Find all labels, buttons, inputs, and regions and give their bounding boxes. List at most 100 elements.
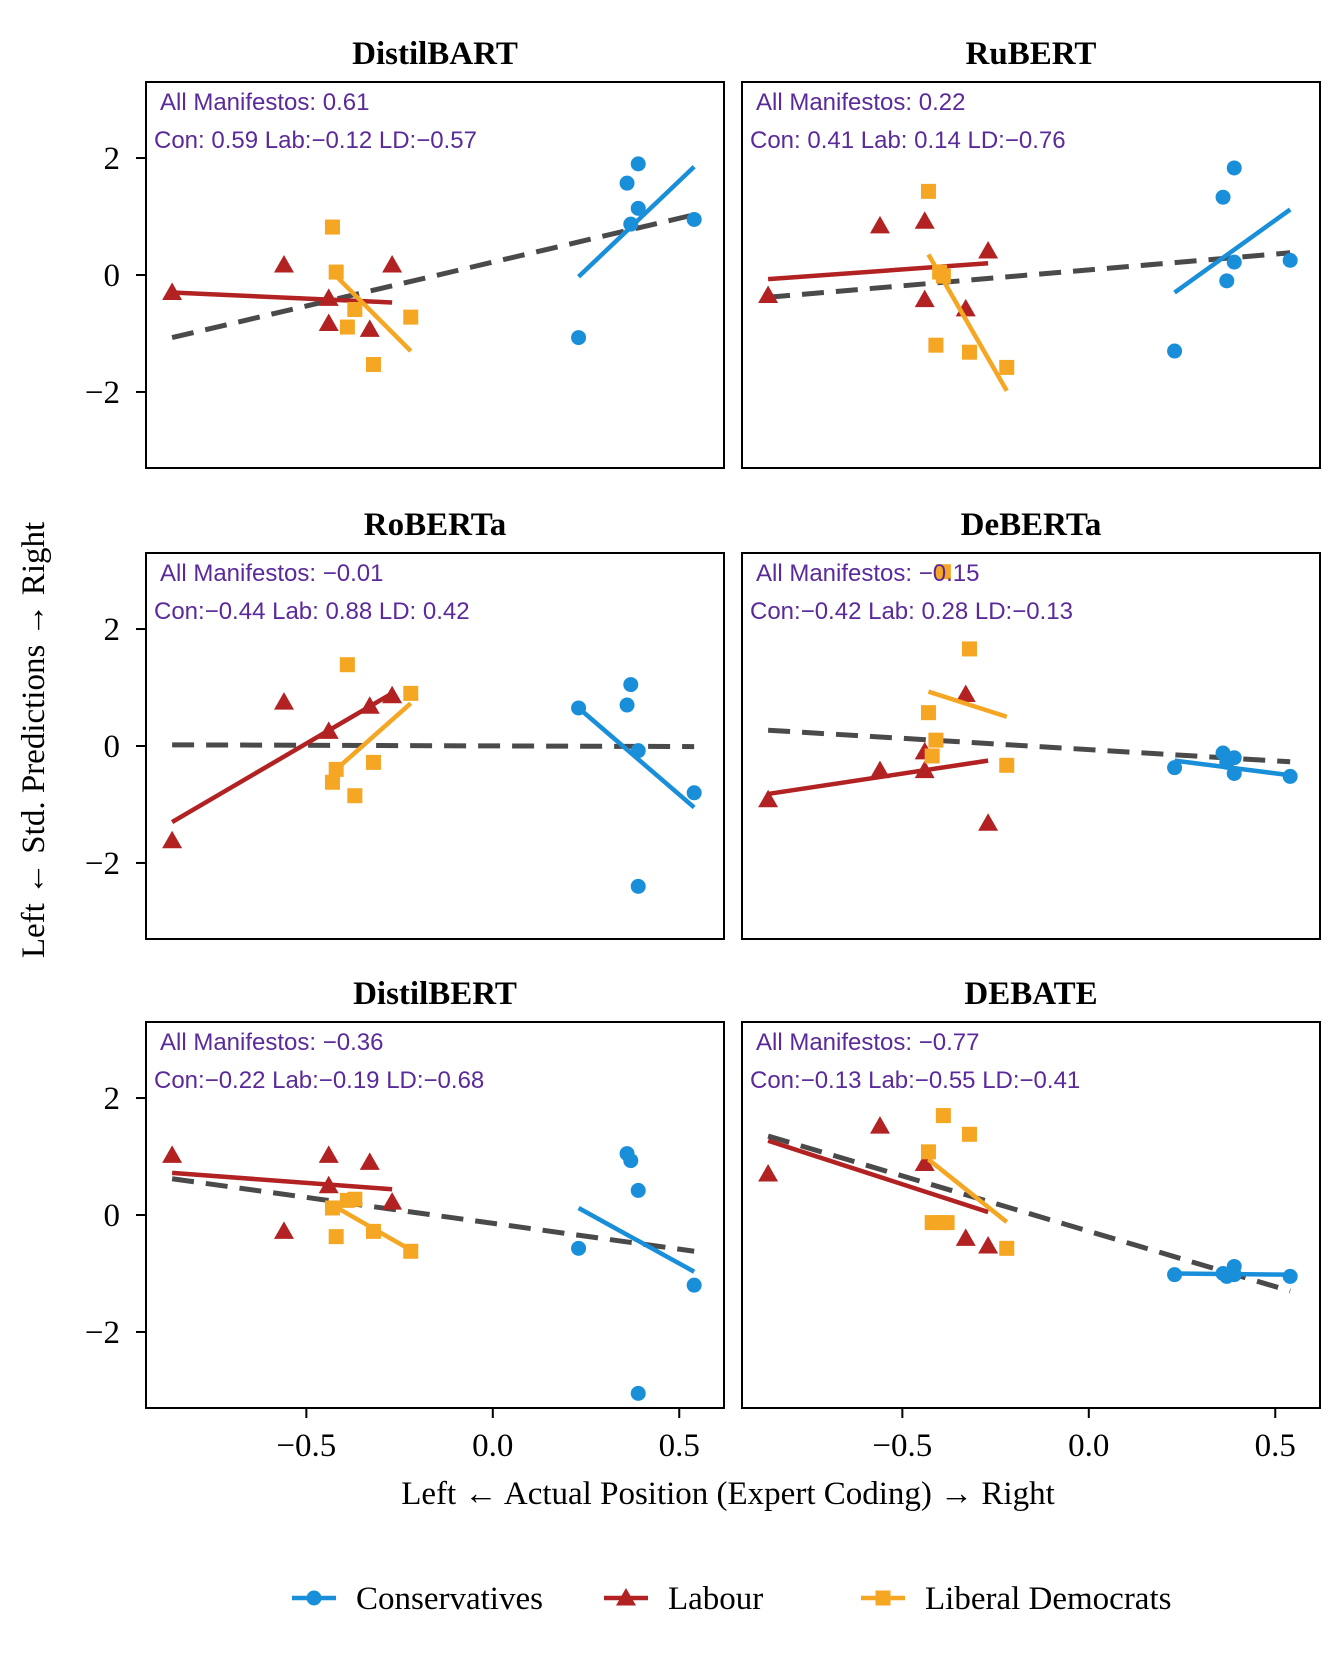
point-liberal-democrats xyxy=(403,309,419,325)
y-tick-label: −2 xyxy=(85,846,120,882)
point-liberal-democrats xyxy=(365,754,381,770)
point-conservatives xyxy=(630,1182,646,1198)
point-labour xyxy=(318,1175,339,1194)
series-liberal-democrats xyxy=(920,183,1015,392)
panel-frame xyxy=(741,552,1321,940)
point-labour xyxy=(318,313,339,332)
series-labour xyxy=(758,1116,999,1254)
point-labour xyxy=(162,282,183,301)
point-conservatives xyxy=(1282,1268,1298,1284)
annotation-parties: Con:−0.42 Lab: 0.28 LD:−0.13 xyxy=(750,598,1073,625)
fit-line-liberal-democrats xyxy=(334,274,413,353)
fit-line-labour xyxy=(767,261,989,282)
point-labour xyxy=(318,288,339,306)
point-labour xyxy=(955,1228,976,1246)
series-liberal-democrats xyxy=(324,1191,419,1259)
y-tick-label: 2 xyxy=(104,612,121,648)
fit-line-labour xyxy=(170,691,394,824)
point-liberal-democrats xyxy=(920,183,936,199)
x-tick-label: 0.5 xyxy=(1255,1428,1296,1464)
series-conservatives xyxy=(1167,160,1298,359)
point-conservatives xyxy=(623,216,639,232)
legend-label: Labour xyxy=(668,1581,763,1617)
point-liberal-democrats xyxy=(928,337,944,353)
point-conservatives xyxy=(1226,160,1242,176)
legend-label: Conservatives xyxy=(356,1581,543,1617)
fit-line-labour xyxy=(171,1170,393,1192)
series-conservatives xyxy=(571,156,702,346)
point-liberal-democrats xyxy=(920,705,936,721)
x-axis-label: Left ← Actual Position (Expert Coding) →… xyxy=(401,1476,1055,1512)
point-liberal-democrats xyxy=(339,319,355,335)
x-tick-label: −0.5 xyxy=(872,1428,932,1464)
series-liberal-democrats xyxy=(920,1108,1015,1256)
point-labour xyxy=(273,692,294,710)
point-labour xyxy=(955,684,976,703)
point-liberal-democrats xyxy=(932,264,948,280)
point-labour xyxy=(978,813,999,831)
point-labour xyxy=(869,215,890,234)
point-conservatives xyxy=(1226,765,1242,781)
point-liberal-democrats xyxy=(324,1200,340,1216)
point-labour xyxy=(359,696,380,714)
legend-item-labour: Labour xyxy=(604,1581,763,1617)
series-conservatives xyxy=(1167,1258,1298,1284)
point-liberal-democrats xyxy=(403,685,419,701)
panel-title: DEBATE xyxy=(964,976,1097,1012)
point-liberal-democrats xyxy=(924,748,940,764)
y-tick-label: 0 xyxy=(104,729,121,765)
series-conservatives xyxy=(571,677,702,894)
point-labour xyxy=(382,685,403,704)
fit-line-conservatives xyxy=(577,1206,696,1274)
point-labour xyxy=(758,1164,779,1182)
point-labour xyxy=(382,255,403,273)
point-conservatives xyxy=(686,211,702,227)
point-conservatives xyxy=(1219,273,1235,289)
point-conservatives xyxy=(571,700,587,716)
fit-line-labour xyxy=(172,290,393,305)
point-conservatives xyxy=(630,743,646,759)
point-conservatives xyxy=(1226,750,1242,766)
annotation-all: All Manifestos: 0.22 xyxy=(756,89,965,116)
y-tick-label: 2 xyxy=(104,1081,121,1117)
series-liberal-democrats xyxy=(324,219,419,372)
y-tick-label: 0 xyxy=(104,1198,121,1234)
point-conservatives xyxy=(1282,252,1298,268)
point-conservatives xyxy=(630,156,646,172)
point-liberal-democrats xyxy=(935,1108,951,1124)
series-liberal-democrats xyxy=(920,564,1015,773)
point-conservatives xyxy=(619,175,635,191)
point-labour xyxy=(162,1145,183,1163)
y-tick-label: 2 xyxy=(104,141,121,177)
x-tick-label: 0.0 xyxy=(472,1428,513,1464)
x-tick-label: −0.5 xyxy=(276,1428,336,1464)
panel-title: RoBERTa xyxy=(364,507,507,543)
annotation-all: All Manifestos: −0.77 xyxy=(756,1029,979,1056)
point-liberal-democrats xyxy=(935,564,951,580)
point-labour xyxy=(318,1145,339,1163)
annotation-all: All Manifestos: −0.01 xyxy=(160,560,383,587)
point-liberal-democrats xyxy=(961,344,977,360)
point-conservatives xyxy=(1226,254,1242,270)
series-liberal-democrats xyxy=(324,657,419,804)
point-liberal-democrats xyxy=(347,302,363,318)
annotation-parties: Con: 0.41 Lab: 0.14 LD:−0.76 xyxy=(750,127,1066,154)
panel-title: DistilBART xyxy=(352,36,518,72)
point-labour xyxy=(382,1192,403,1210)
point-liberal-democrats xyxy=(339,657,355,673)
point-liberal-democrats xyxy=(999,359,1015,375)
overall-fit-line xyxy=(171,212,695,341)
legend-item-conservatives: Conservatives xyxy=(292,1581,543,1617)
fit-line-labour xyxy=(767,1138,989,1215)
point-conservatives xyxy=(1167,1267,1183,1283)
point-liberal-democrats xyxy=(328,264,344,280)
panel-frame xyxy=(741,81,1321,469)
series-labour xyxy=(162,1145,403,1239)
